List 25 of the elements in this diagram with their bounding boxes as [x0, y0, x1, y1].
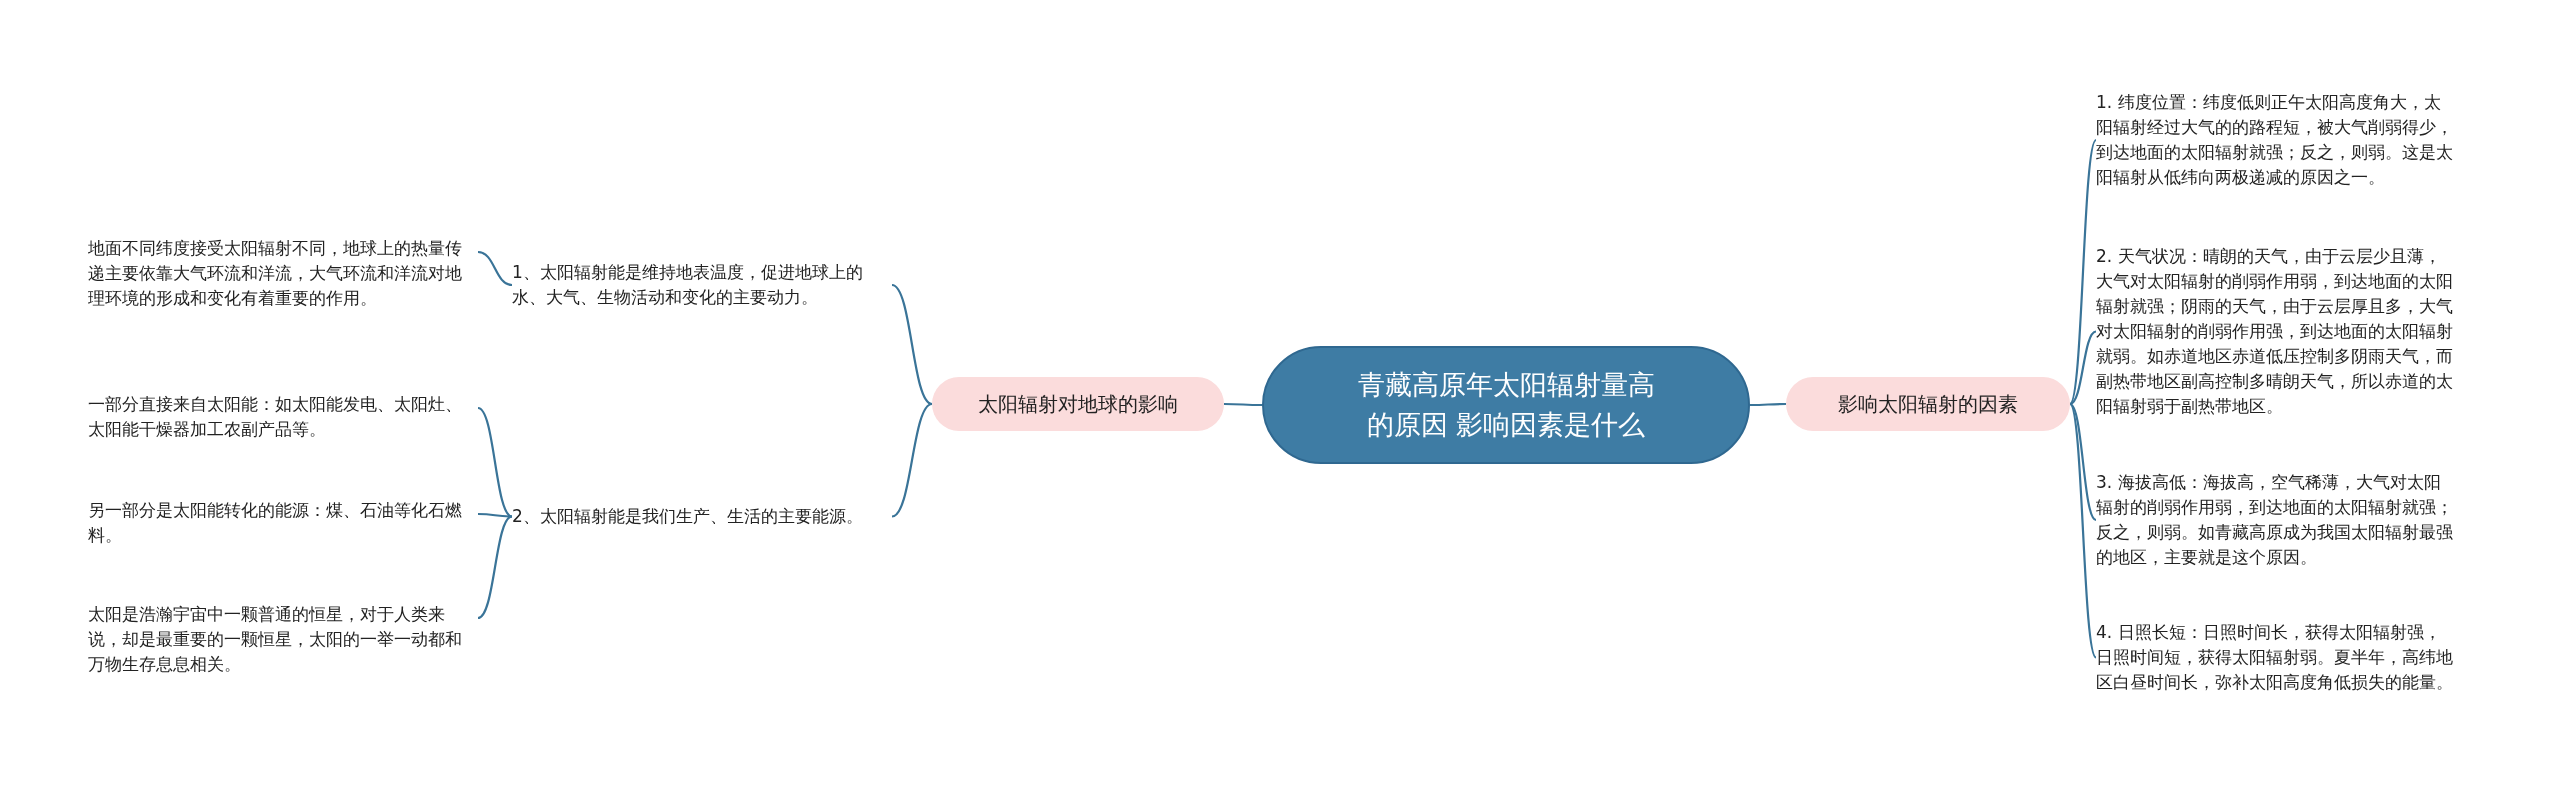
connector-line [2069, 139, 2097, 405]
connector-line [891, 284, 933, 405]
topic-pill: 太阳辐射对地球的影响 [932, 377, 1224, 431]
topic-pill: 影响太阳辐射的因素 [1786, 377, 2070, 431]
connector-line [477, 515, 513, 619]
topic-text: 2. 天气状况：晴朗的天气，由于云层少且薄，大气对太阳辐射的削弱作用弱，到达地面的太阳辐射就强；阴雨的天气，由于云层厚且多，大气对太阳辐射的削弱作用强，到达地面的太阳辐射就弱。如赤道地区赤道低压控制多阴雨天气，而副热带地区副高控制多晴朗天气，所以赤道的太阳辐射弱于副热带地区。 [2096, 240, 2456, 423]
connector-line [891, 403, 933, 518]
connector-line [2069, 330, 2097, 405]
topic-text: 地面不同纬度接受太阳辐射不同，地球上的热量传递主要依靠大气环流和洋流，大气环流和洋流对地理环境的形成和变化有着重要的作用。 [88, 232, 478, 315]
topic-text: 2、太阳辐射能是我们生产、生活的主要能源。 [512, 500, 892, 533]
connector-line [2069, 403, 2097, 659]
topic-text: 另一部分是太阳能转化的能源：煤、石油等化石燃料。 [88, 494, 478, 552]
connector-line [477, 407, 513, 518]
connector-line [1750, 402, 1786, 407]
central-topic: 青藏高原年太阳辐射量高的原因 影响因素是什么 [1262, 346, 1750, 464]
connector-line [478, 512, 512, 518]
topic-text: 一部分直接来自太阳能：如太阳能发电、太阳灶、太阳能干燥器加工农副产品等。 [88, 388, 478, 446]
topic-text: 3. 海拔高低：海拔高，空气稀薄，大气对太阳辐射的削弱作用弱，到达地面的太阳辐射就强；反之，则弱。如青藏高原成为我国太阳辐射最强的地区，主要就是这个原因。 [2096, 466, 2456, 574]
topic-text: 太阳是浩瀚宇宙中一颗普通的恒星，对于人类来说，却是最重要的一颗恒星，太阳的一举一动都和万物生存息息相关。 [88, 598, 478, 681]
connector-line [2069, 403, 2097, 521]
topic-text: 1、太阳辐射能是维持地表温度，促进地球上的水、大气、生物活动和变化的主要动力。 [512, 256, 892, 314]
connector-line [1224, 402, 1262, 407]
topic-text: 4. 日照长短：日照时间长，获得太阳辐射强，日照时间短，获得太阳辐射弱。夏半年，高纬地区白昼时间长，弥补太阳高度角低损失的能量。 [2096, 616, 2456, 699]
connector-line [477, 250, 513, 287]
topic-text: 1. 纬度位置：纬度低则正午太阳高度角大，太阳辐射经过大气的的路程短，被大气削弱得少，到达地面的太阳辐射就强；反之，则弱。这是太阳辐射从低纬向两极递减的原因之一。 [2096, 86, 2456, 194]
